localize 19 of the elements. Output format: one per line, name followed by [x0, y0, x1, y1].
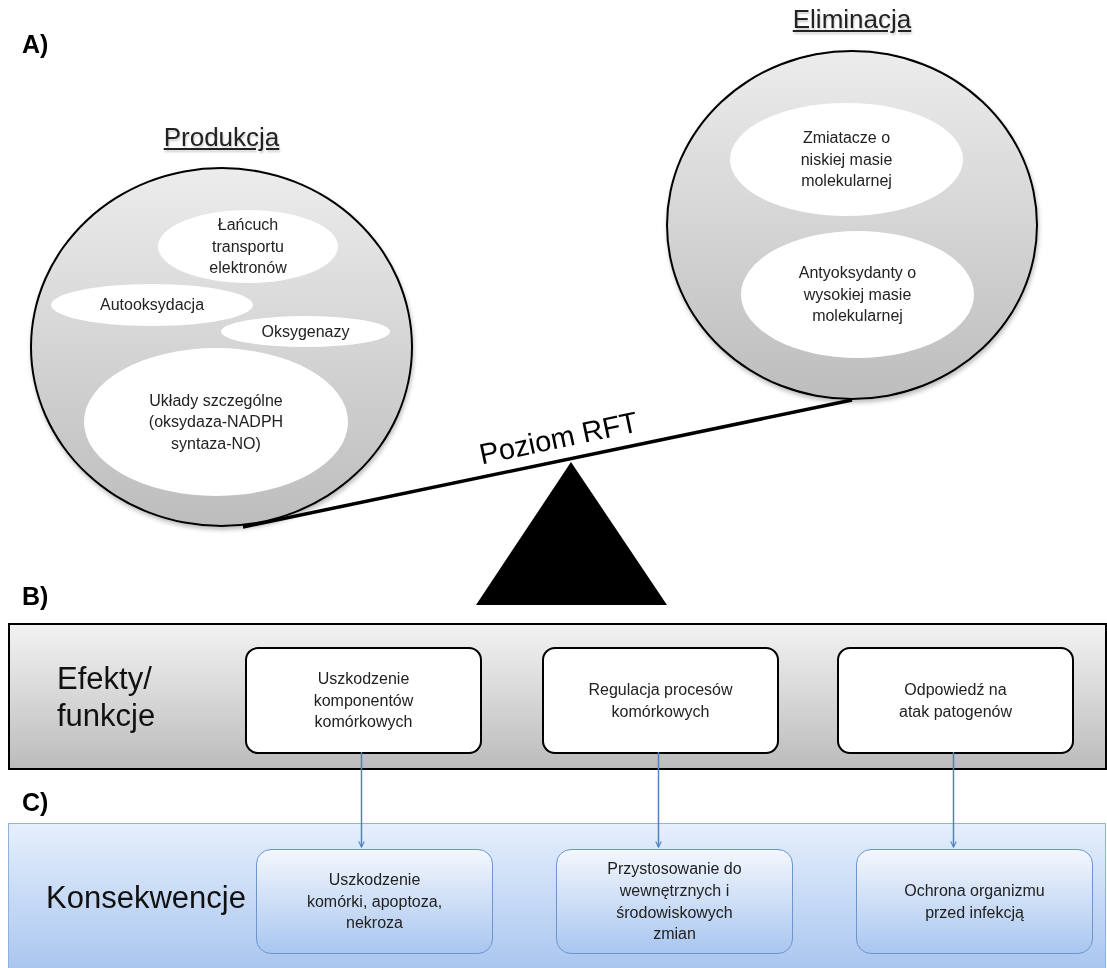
rounded-box: Ochrona organizmu przed infekcją — [856, 849, 1093, 954]
circle-heading: Produkcja — [162, 122, 281, 153]
arrow — [950, 751, 957, 848]
band-title: Efekty/ funkcje — [57, 659, 157, 734]
band-title: Konsekwencje — [46, 879, 247, 917]
rounded-box: Uszkodzenie komórki, apoptoza, nekroza — [256, 849, 493, 954]
circle-heading: Eliminacja — [791, 4, 913, 35]
rounded-box: Przystosowanie do wewnętrznych i środowiskowych zmian — [556, 849, 793, 954]
panel-label: B) — [22, 582, 49, 611]
panel-label: C) — [22, 788, 49, 817]
arrow — [655, 751, 662, 848]
beam-label: Poziom RFT — [476, 405, 641, 472]
panel-label: A) — [22, 30, 49, 59]
section-band — [8, 823, 1106, 968]
rounded-box: Regulacja procesów komórkowych — [542, 647, 779, 754]
rounded-box: Uszkodzenie komponentów komórkowych — [245, 647, 482, 754]
rounded-box: Odpowiedź na atak patogenów — [837, 647, 1074, 754]
arrow — [358, 751, 365, 848]
section-band — [8, 623, 1107, 770]
